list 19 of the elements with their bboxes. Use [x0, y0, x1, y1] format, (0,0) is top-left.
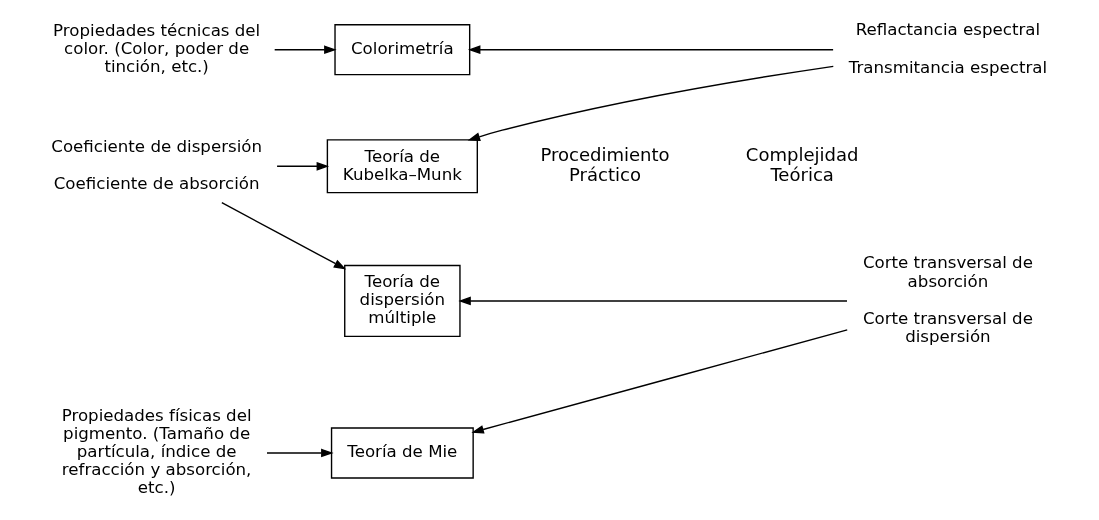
node-box: Teoría de Mie [330, 427, 474, 479]
node-text: Propiedades técnicas del color. (Color, poder de tinción, etc.) [53, 20, 261, 77]
label: Complejidad Teórica [745, 144, 859, 185]
arrow [467, 45, 834, 55]
arrow [458, 296, 848, 306]
node-text: Reflactancia espectral Transmitancia espectral [848, 20, 1048, 77]
node-text: Propiedades físicas del pigmento. (Tamaño de partícula, índice de refracción y absorción, etc.) [61, 406, 252, 498]
arrow [274, 45, 337, 55]
node-text: Corte transversal de absorción Corte transversal de dispersión [862, 253, 1033, 347]
node-box: Teoría de dispersión múltiple [344, 264, 461, 338]
arrow [276, 161, 330, 171]
arrow [471, 329, 848, 434]
node-box: Teoría de Kubelka–Munk [326, 139, 478, 194]
arrow [221, 202, 347, 270]
node-box: Colorimetría [334, 24, 471, 76]
arrow [467, 65, 834, 141]
node-text: Coeficiente de dispersión Coeficiente de absorción [51, 136, 263, 194]
arrow [266, 448, 334, 458]
label: Procedimiento Práctico [540, 144, 670, 185]
